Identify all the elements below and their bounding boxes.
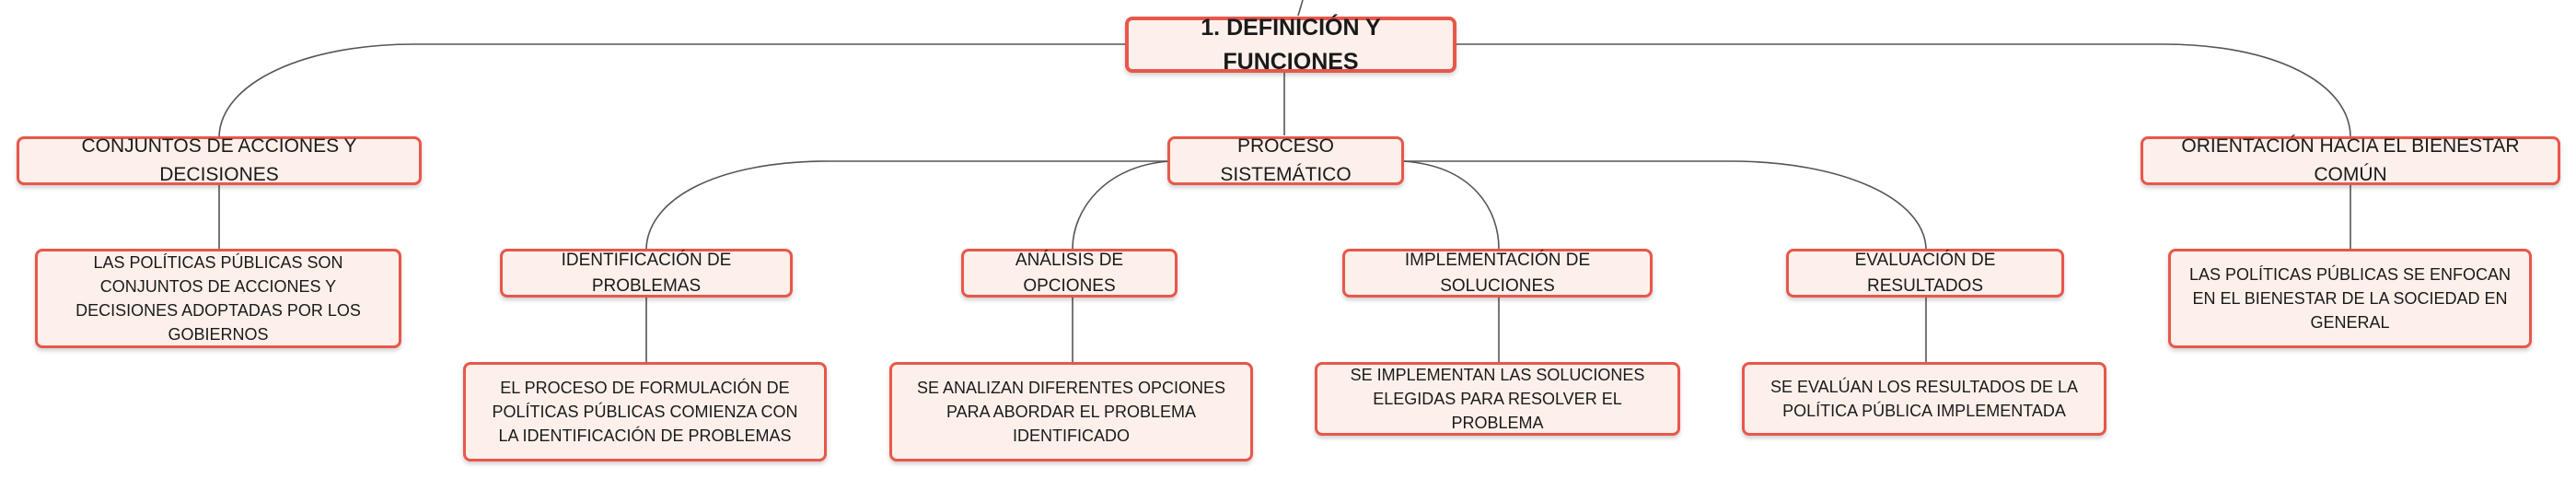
detail-evaluacion-resultados[interactable]: SE EVALÚAN LOS RESULTADOS DE LA POLÍTICA…	[1742, 362, 2106, 436]
detail-analisis-opciones[interactable]: SE ANALIZAN DIFERENTES OPCIONES PARA ABO…	[889, 362, 1253, 461]
detail-conjuntos-acciones[interactable]: LAS POLÍTICAS PÚBLICAS SON CONJUNTOS DE …	[35, 249, 401, 348]
root-topic[interactable]: 1. DEFINICIÓN Y FUNCIONES	[1125, 15, 1456, 75]
step-identificacion-problemas[interactable]: IDENTIFICACIÓN DE PROBLEMAS	[500, 249, 793, 298]
topic-proceso-sistematico[interactable]: PROCESO SISTEMÁTICO	[1167, 135, 1404, 185]
connector-proceso-step3	[1402, 160, 1500, 250]
connector-proceso-step1	[645, 160, 1169, 250]
connector-root-parent	[1297, 0, 1304, 17]
detail-orientacion-bienestar[interactable]: LAS POLÍTICAS PÚBLICAS SE ENFOCAN EN EL …	[2168, 249, 2532, 348]
detail-identificacion-problemas[interactable]: EL PROCESO DE FORMULACIÓN DE POLÍTICAS P…	[463, 362, 827, 461]
connector-root-bienestar	[1456, 43, 2351, 137]
topic-conjuntos-acciones[interactable]: CONJUNTOS DE ACCIONES Y DECISIONES	[17, 135, 422, 185]
topic-orientacion-bienestar[interactable]: ORIENTACIÓN HACIA EL BIENESTAR COMÚN	[2141, 135, 2560, 185]
step-analisis-opciones[interactable]: ANÁLISIS DE OPCIONES	[961, 249, 1178, 298]
connector-root-acciones	[218, 43, 1125, 137]
detail-implementacion-soluciones[interactable]: SE IMPLEMENTAN LAS SOLUCIONES ELEGIDAS P…	[1315, 362, 1680, 436]
connector-proceso-step2	[1072, 160, 1170, 250]
step-evaluacion-resultados[interactable]: EVALUACIÓN DE RESULTADOS	[1786, 249, 2064, 298]
connector-proceso-step4	[1403, 160, 1927, 250]
step-implementacion-soluciones[interactable]: IMPLEMENTACIÓN DE SOLUCIONES	[1342, 249, 1653, 298]
